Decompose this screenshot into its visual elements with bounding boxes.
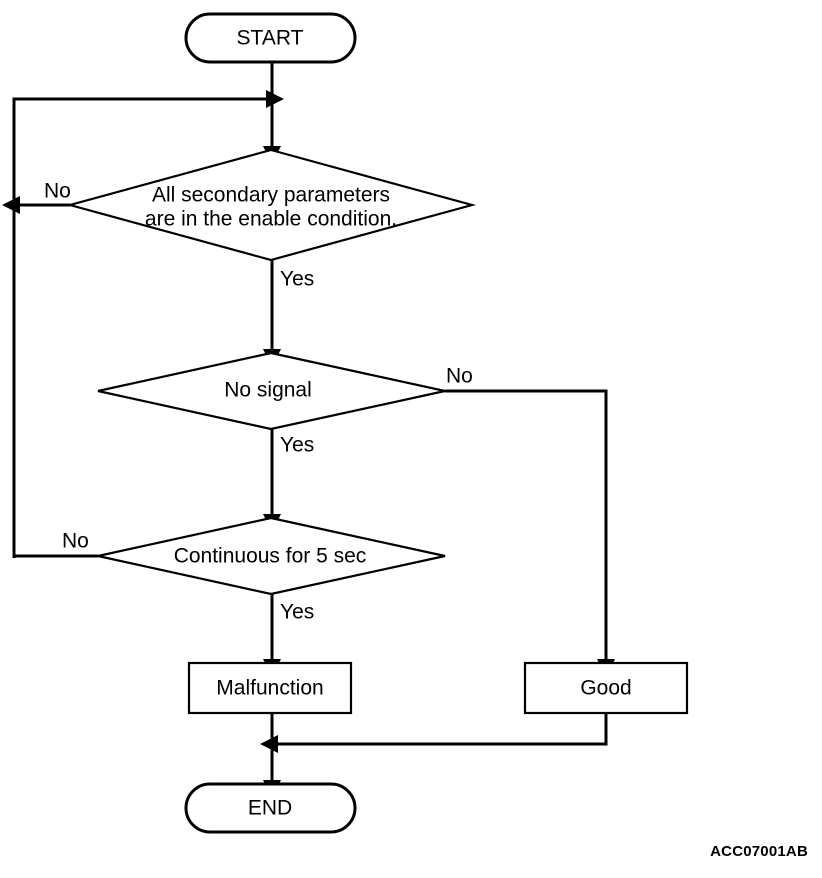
node-good-label: Good xyxy=(580,677,631,700)
node-good-shape xyxy=(523,661,689,715)
branch-label-no-signal-no: No xyxy=(446,365,473,388)
node-decision-continuous-shape xyxy=(97,516,446,596)
branch-label-secondary-parameters-yes: Yes xyxy=(280,268,314,291)
node-end-shape xyxy=(184,782,357,834)
connector-good-to-merge xyxy=(260,713,608,753)
node-malfunction-label: Malfunction xyxy=(216,677,323,700)
node-start-label: START xyxy=(237,27,304,50)
node-end-label: END xyxy=(248,797,292,820)
node-decision-no-signal-shape xyxy=(97,351,446,431)
node-decision-secondary-parameters-label-line2: are in the enable condition. xyxy=(145,208,397,231)
branch-label-no-signal-yes: Yes xyxy=(280,434,314,457)
figure-code-label: ACC07001AB xyxy=(710,843,808,860)
node-decision-continuous-label: Continuous for 5 sec xyxy=(174,545,367,568)
branch-label-continuous-yes: Yes xyxy=(280,601,314,624)
connector-decision2-no-to-good xyxy=(445,389,615,677)
node-malfunction-shape xyxy=(187,661,353,715)
branch-label-continuous-no: No xyxy=(62,530,89,553)
node-decision-no-signal-label: No signal xyxy=(224,379,312,402)
connector-feedback-loop-riser xyxy=(12,90,284,558)
node-decision-secondary-parameters-shape xyxy=(65,148,477,262)
node-decision-secondary-parameters-label-line1: All secondary parameters xyxy=(152,184,390,207)
branch-label-secondary-parameters-no: No xyxy=(44,180,71,203)
node-start-shape xyxy=(184,12,357,64)
